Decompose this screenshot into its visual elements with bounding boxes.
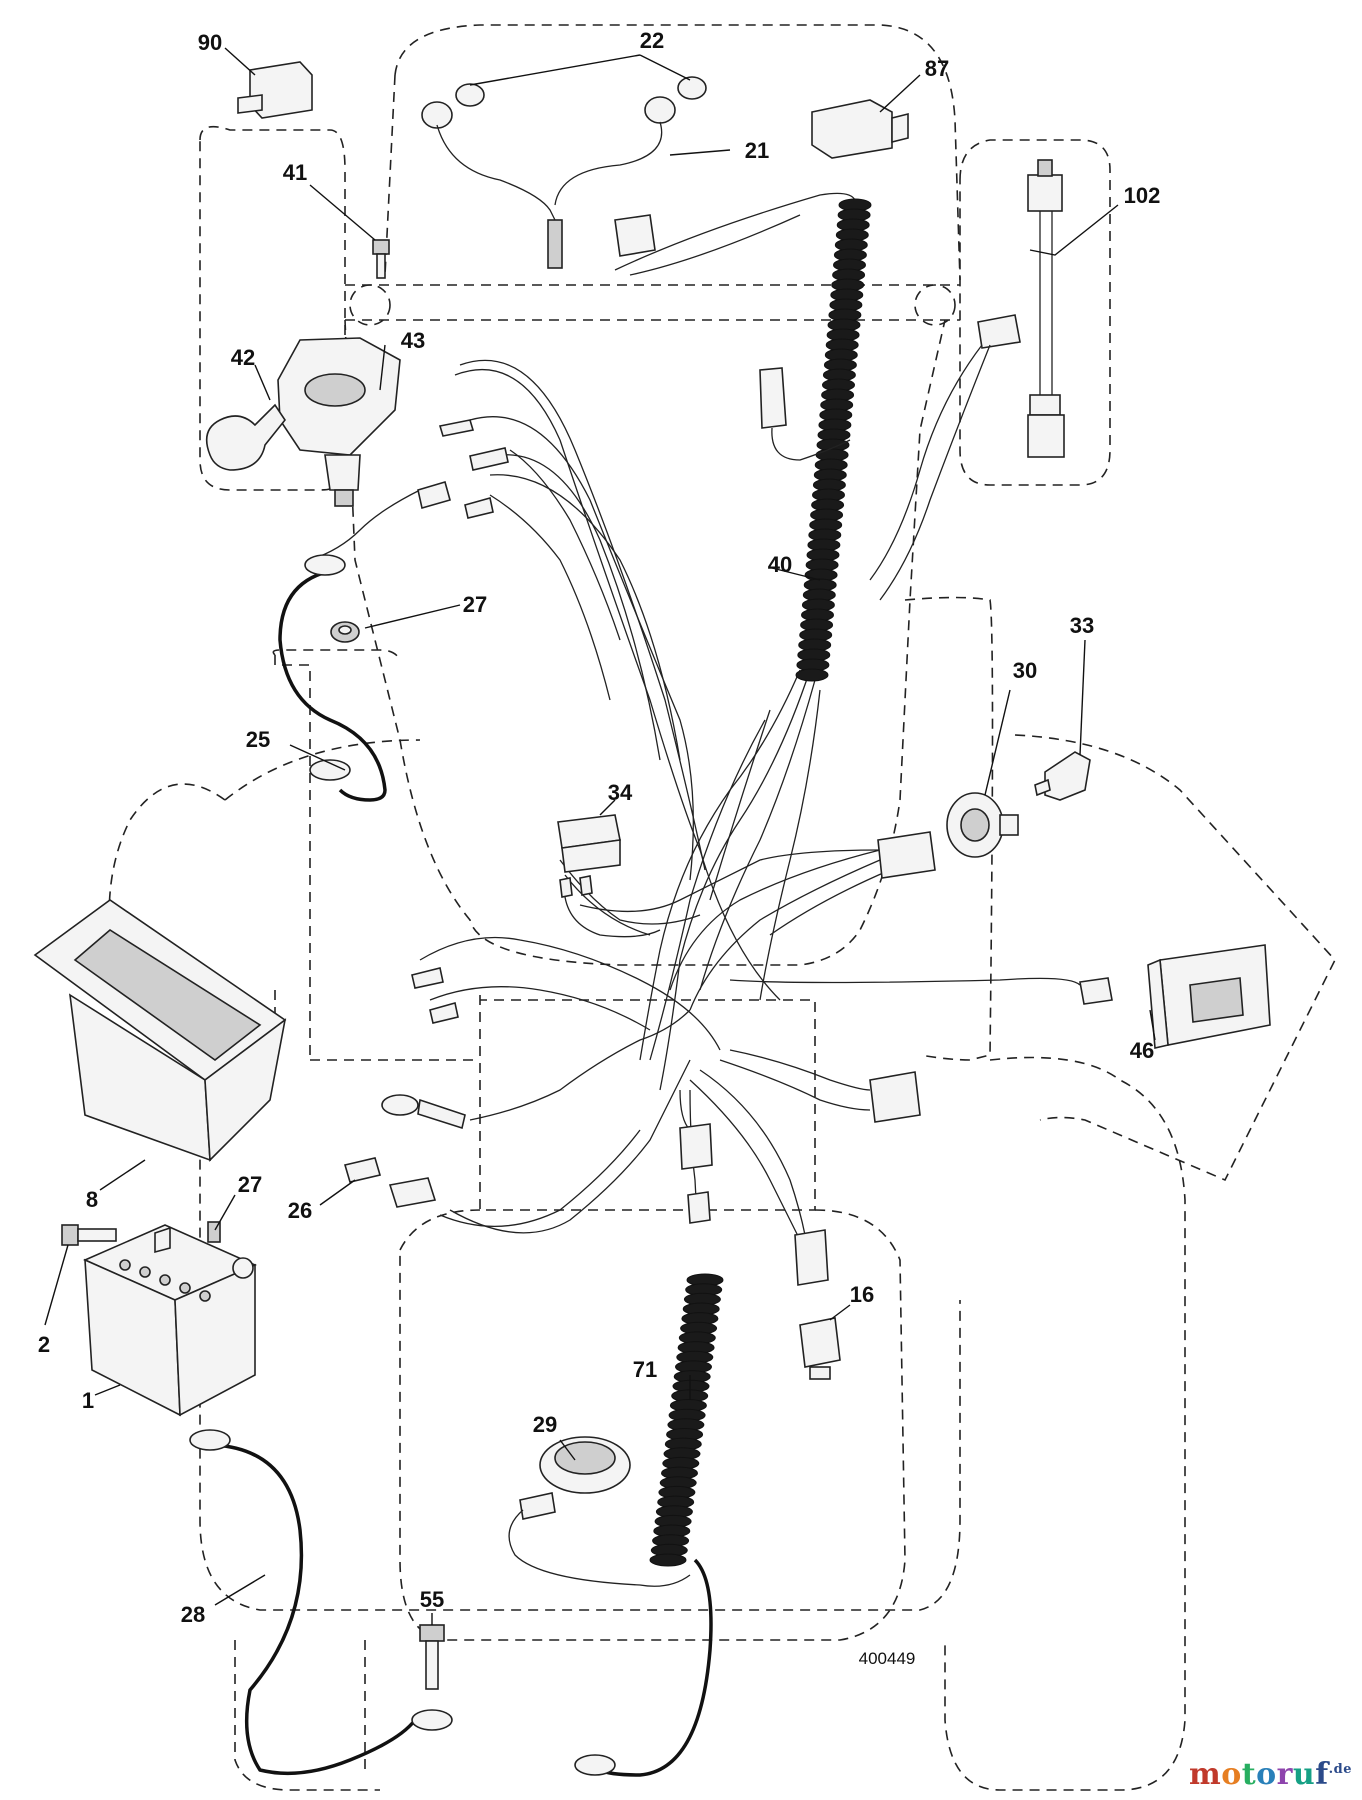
watermark-letter: r — [1276, 1757, 1293, 1792]
watermark-letter: o — [1256, 1757, 1277, 1792]
module-46-part — [1147, 944, 1271, 1049]
watermark-letter: m — [1188, 1757, 1222, 1792]
key-switch-33-part — [1034, 751, 1091, 801]
ring-terminal-center — [381, 1094, 419, 1116]
relay-87-part — [811, 99, 909, 159]
watermark-letter: u — [1292, 1757, 1316, 1792]
leader-lines — [44, 47, 1156, 1625]
key-90-part — [237, 61, 313, 119]
callout-71: 71 — [633, 1357, 657, 1382]
cable-71-tail — [599, 1558, 713, 1777]
cable-25 — [278, 568, 387, 802]
callout-40: 40 — [768, 552, 792, 577]
connector-center-b — [687, 1191, 711, 1224]
connector-8pin — [869, 1071, 921, 1123]
watermark-letter: f — [1315, 1757, 1329, 1792]
jumper-102-part — [1027, 159, 1065, 458]
terminal-c — [417, 481, 451, 510]
light-harness-21-part — [436, 121, 663, 269]
callout-41: 41 — [283, 160, 307, 185]
bolt-55-part — [419, 1624, 445, 1690]
connector-46 — [1079, 977, 1113, 1005]
callout-8: 8 — [86, 1187, 98, 1212]
connector-center-a — [679, 1123, 713, 1170]
connector-top — [614, 214, 656, 257]
callout-30: 30 — [1013, 658, 1037, 683]
rocker-switch-34-part — [557, 814, 621, 873]
solenoid-wires — [309, 449, 621, 701]
callout-87: 87 — [925, 56, 949, 81]
callout-102: 102 — [1124, 183, 1161, 208]
callout-29: 29 — [533, 1412, 557, 1437]
callout-46: 46 — [1130, 1038, 1154, 1063]
coil-40-segments — [795, 198, 872, 682]
nut-27-upper-part — [330, 621, 360, 643]
conduit-40 — [614, 192, 856, 276]
horn-29-part — [508, 1436, 691, 1587]
battery-cables — [214, 568, 713, 1777]
callout-42: 42 — [231, 345, 255, 370]
bolt-2-part — [61, 1224, 117, 1246]
ring-terminal-solenoid — [304, 554, 346, 576]
terminal-e — [411, 967, 444, 989]
bolt-41-part — [372, 239, 390, 279]
connector-30 — [877, 831, 936, 879]
fuse-26-part — [343, 1157, 437, 1208]
battery-tray-8-part — [33, 899, 287, 1162]
terminal-34a — [559, 877, 573, 898]
chassis-outlines — [108, 24, 1336, 1791]
callout-27-lower: 27 — [238, 1172, 262, 1197]
callout-1: 1 — [82, 1388, 94, 1413]
ring-terminal-25 — [309, 759, 351, 781]
watermark-logo: motoruf.de — [1189, 1757, 1352, 1792]
callout-27-upper: 27 — [463, 592, 487, 617]
parts — [33, 61, 1271, 1776]
callout-22: 22 — [640, 28, 664, 53]
battery-1-part — [83, 1224, 257, 1417]
coil-71-segments — [649, 1273, 724, 1567]
ring-terminal-sleeve — [417, 1098, 466, 1130]
callout-26: 26 — [288, 1198, 312, 1223]
callout-21: 21 — [745, 138, 769, 163]
connector-mid — [759, 367, 787, 429]
solenoid-43-part — [277, 337, 401, 507]
watermark-suffix: .de — [1328, 1762, 1352, 1777]
connector-right — [977, 314, 1021, 349]
callout-34: 34 — [608, 780, 633, 805]
ignition-switch-30-part — [946, 792, 1019, 858]
switch-16-part — [799, 1317, 841, 1380]
callout-28: 28 — [181, 1602, 205, 1627]
callout-90: 90 — [198, 30, 222, 55]
drawing-number: 400449 — [859, 1649, 916, 1668]
callout-25: 25 — [246, 727, 270, 752]
watermark-text: motoruf — [1189, 1757, 1329, 1792]
terminal-34b — [579, 875, 593, 896]
ring-terminal-28a — [189, 1429, 231, 1451]
callout-2: 2 — [38, 1332, 50, 1357]
callout-55: 55 — [420, 1587, 444, 1612]
coil-segment — [795, 668, 829, 682]
callout-33: 33 — [1070, 613, 1094, 638]
boot-42-part — [205, 403, 286, 471]
ring-terminal-28b — [411, 1709, 453, 1731]
callout-labels: 90 22 87 21 41 102 42 43 40 27 33 30 25 … — [38, 28, 1160, 1668]
terminal-f — [429, 1002, 459, 1024]
cable-28 — [214, 1443, 417, 1776]
bulbs-22-part — [421, 76, 707, 129]
terminal-a — [438, 419, 475, 437]
terminal-b — [469, 447, 509, 471]
terminal-d — [464, 497, 494, 519]
callout-16: 16 — [850, 1282, 874, 1307]
main-harness-wires — [419, 359, 1081, 1241]
callout-43: 43 — [401, 328, 425, 353]
watermark-letter: o — [1221, 1757, 1242, 1792]
watermark-letter: t — [1241, 1757, 1257, 1792]
connector-16a — [794, 1229, 829, 1286]
ring-terminal-71 — [574, 1754, 616, 1776]
coil-segment — [649, 1553, 687, 1567]
